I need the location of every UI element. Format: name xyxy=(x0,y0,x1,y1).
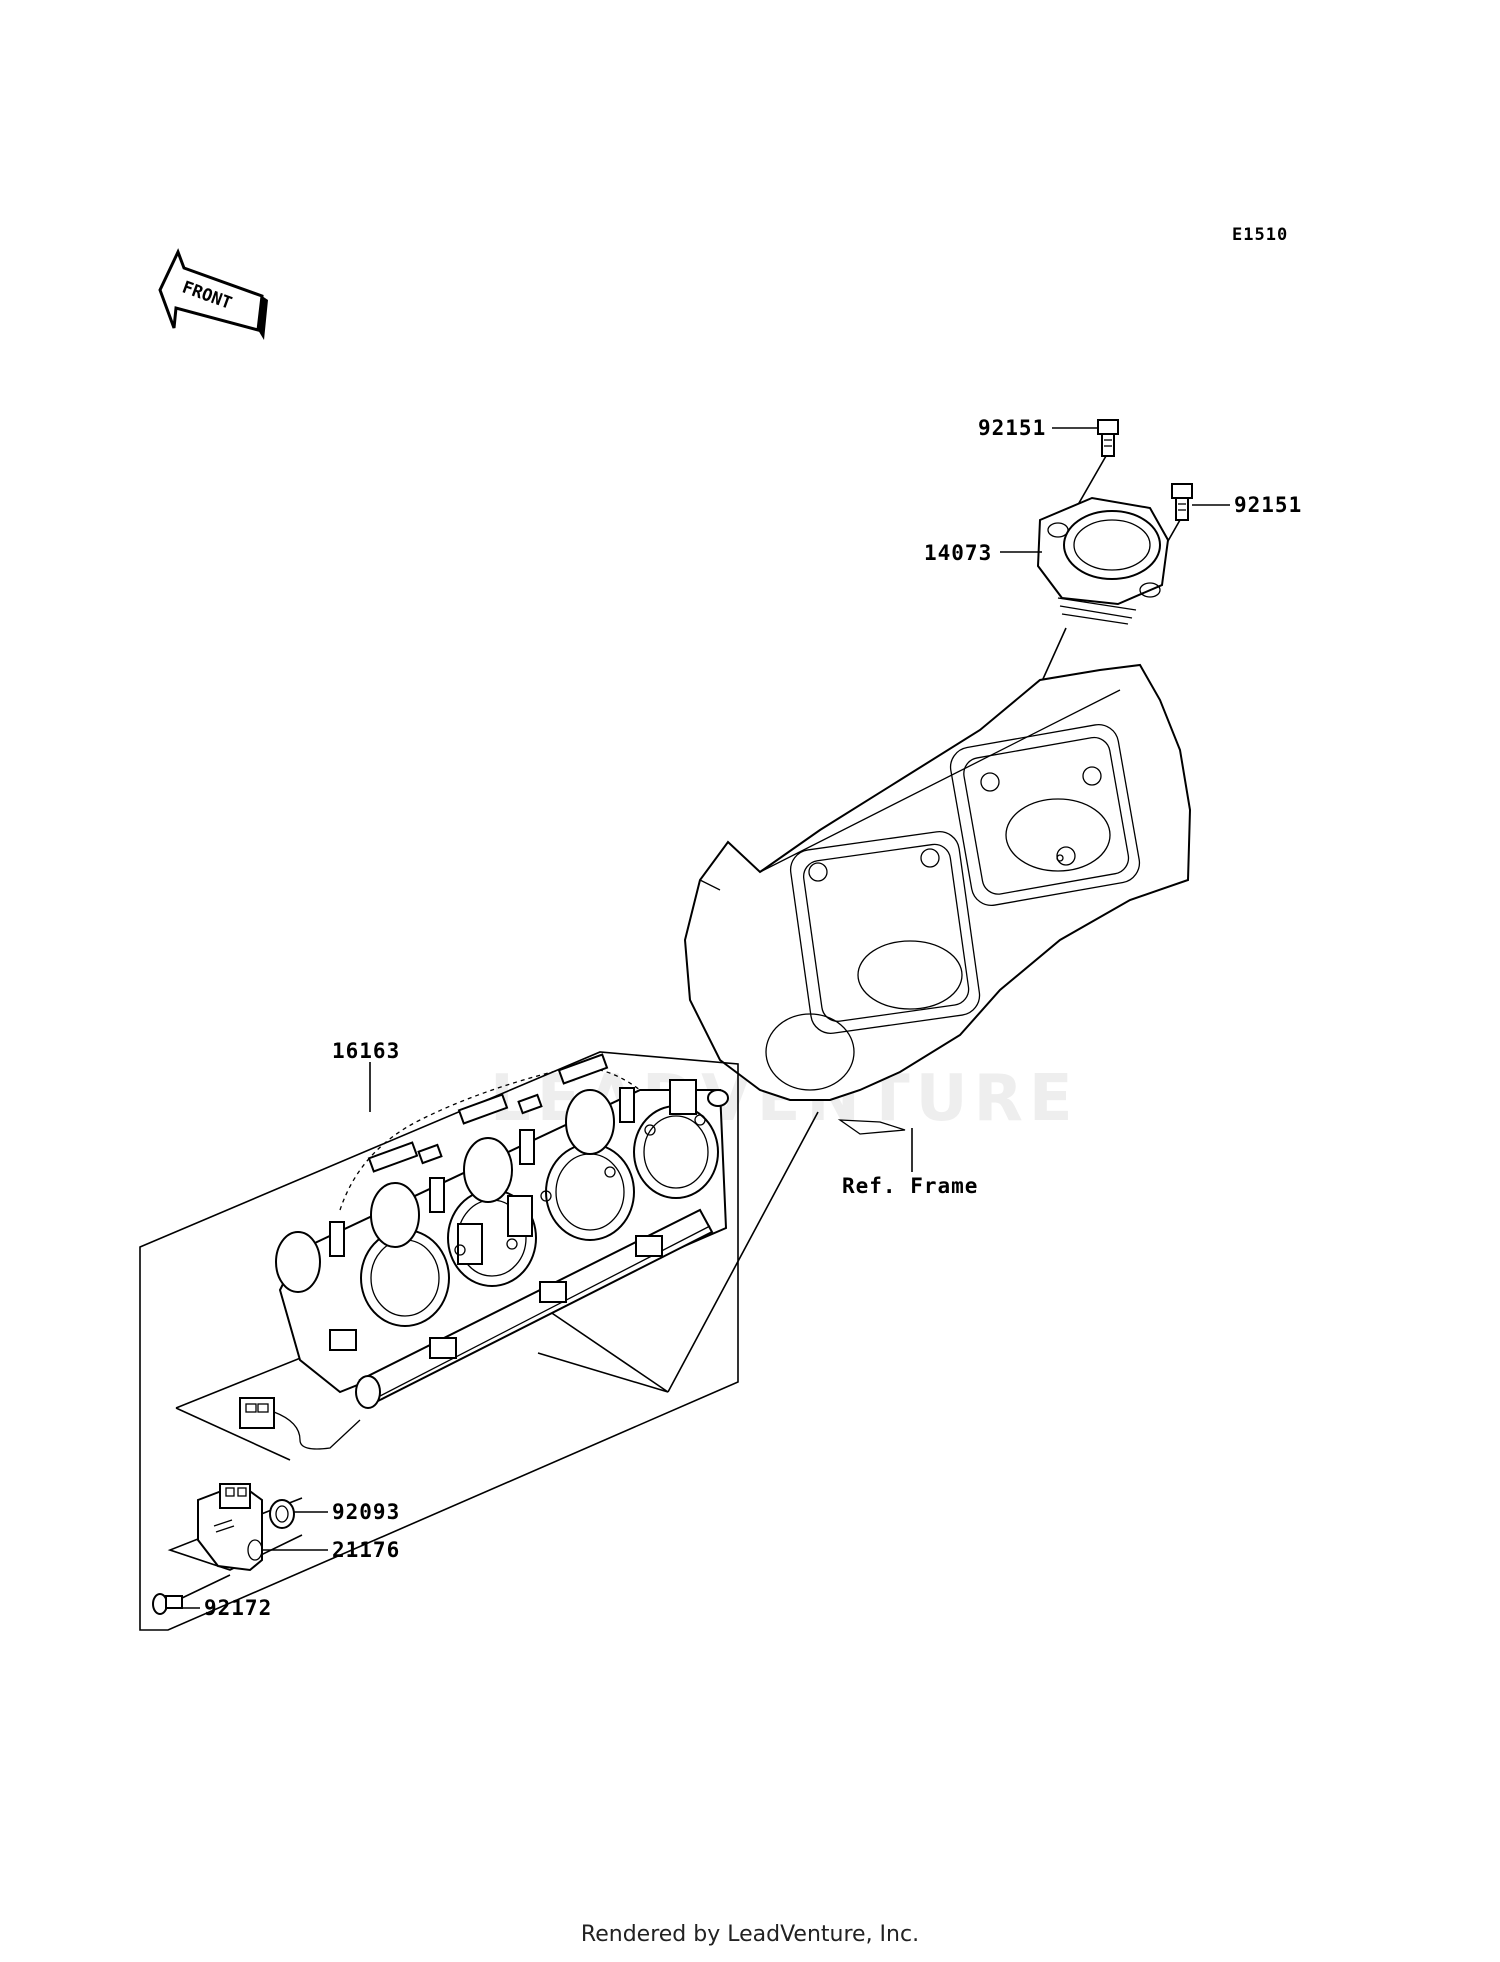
assembly-inner-line-2 xyxy=(175,1407,291,1461)
assembly-inner-line-3 xyxy=(537,1304,669,1393)
callout-92151-right[interactable]: 92151 xyxy=(1234,493,1302,517)
front-arrow-icon: FRONT xyxy=(158,248,268,340)
callout-92172[interactable]: 92172 xyxy=(204,1596,272,1620)
callout-16163[interactable]: 16163 xyxy=(332,1039,400,1063)
assembly-outline xyxy=(139,1051,739,1631)
leader-screw-to-sensor xyxy=(181,1574,231,1599)
screw-92172-icon xyxy=(152,1593,183,1615)
ref-frame-plate-icon xyxy=(683,663,1192,1135)
throttle-sensor-21176-icon xyxy=(197,1482,263,1572)
callout-21176[interactable]: 21176 xyxy=(332,1538,400,1562)
cap-14073-icon xyxy=(1036,496,1170,625)
o-ring-92093-icon xyxy=(269,1499,295,1529)
callout-ref-frame[interactable]: Ref. Frame xyxy=(842,1174,978,1198)
diagram-code: E1510 xyxy=(1232,225,1288,245)
callout-14073[interactable]: 14073 xyxy=(924,541,992,565)
callout-92151-left[interactable]: 92151 xyxy=(978,416,1046,440)
throttle-body-16163-icon xyxy=(239,1053,729,1450)
bolt-92151-right-icon xyxy=(1171,483,1193,521)
bolt-92151-left-icon xyxy=(1097,419,1119,457)
callout-92093[interactable]: 92093 xyxy=(332,1500,400,1524)
leader-assy-to-frame xyxy=(667,1111,819,1393)
footer-credit: Rendered by LeadVenture, Inc. xyxy=(580,1922,920,1947)
assembly-inner-line-1 xyxy=(175,1354,309,1409)
